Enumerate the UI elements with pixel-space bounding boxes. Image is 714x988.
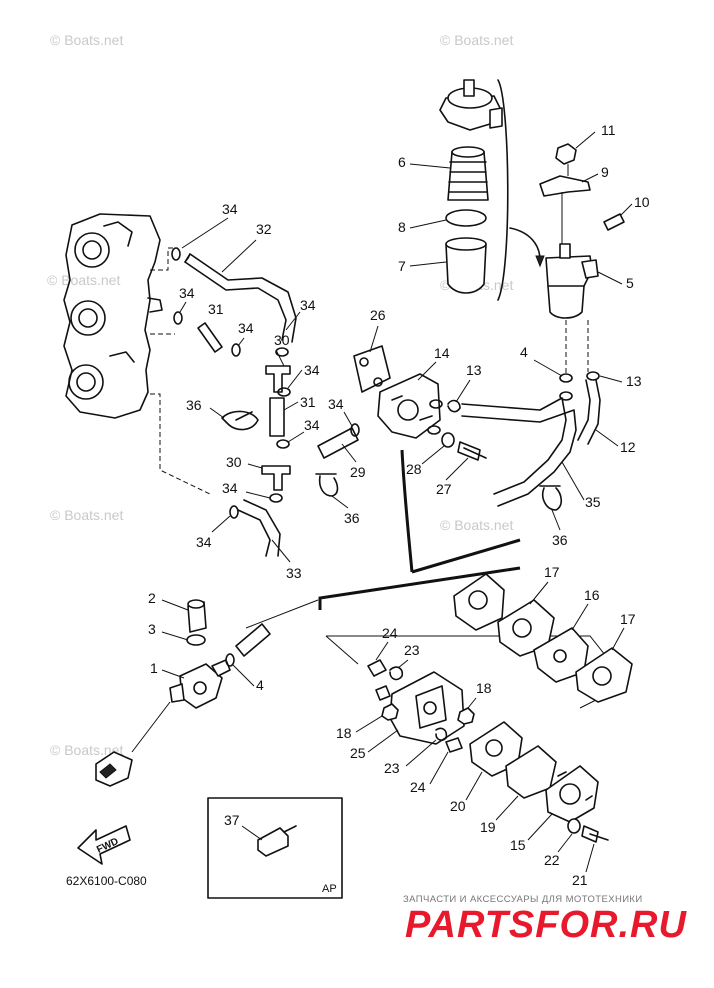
callout-34: 34 <box>238 320 254 336</box>
callout-14: 14 <box>434 345 450 361</box>
callout-31: 31 <box>300 394 316 410</box>
callout-33: 33 <box>286 565 302 581</box>
callout-5: 5 <box>626 275 634 291</box>
callout-15: 15 <box>510 837 526 853</box>
callout-1: 1 <box>150 660 158 676</box>
callout-7: 7 <box>398 258 406 274</box>
brand-logo[interactable]: PARTSFOR.RU <box>405 904 687 946</box>
callout-25: 25 <box>350 745 366 761</box>
callout-23: 23 <box>384 760 400 776</box>
callout-8: 8 <box>398 219 406 235</box>
callout-19: 19 <box>480 819 496 835</box>
callout-36: 36 <box>344 510 360 526</box>
callout-2: 2 <box>148 590 156 606</box>
fuel-pump-upper <box>245 320 601 629</box>
brand-tagline: ЗАПЧАСТИ И АКСЕССУАРЫ ДЛЯ МОТОТЕХНИКИ <box>403 894 643 905</box>
callout-31: 31 <box>208 301 224 317</box>
callout-34: 34 <box>300 297 316 313</box>
callout-22: 22 <box>544 852 560 868</box>
callout-35: 35 <box>585 494 601 510</box>
callout-34: 34 <box>328 396 344 412</box>
callout-26: 26 <box>370 307 386 323</box>
watermark: © Boats.net <box>50 742 123 758</box>
callout-4: 4 <box>520 344 528 360</box>
callout-34: 34 <box>196 534 212 550</box>
callout-9: 9 <box>601 164 609 180</box>
callout-21: 21 <box>572 872 588 888</box>
callout-13: 13 <box>466 362 482 378</box>
diagram-code: 62X6100-C080 <box>66 874 147 888</box>
callout-34: 34 <box>179 285 195 301</box>
callout-34: 34 <box>304 362 320 378</box>
fwd-arrow-icon: FWD <box>77 825 131 865</box>
callout-24: 24 <box>382 625 398 641</box>
callout-16: 16 <box>584 587 600 603</box>
callout-20: 20 <box>450 798 466 814</box>
callouts: 11 9 10 5 6 8 7 34 32 34 31 34 34 30 34 … <box>148 122 650 888</box>
callout-17: 17 <box>544 564 560 580</box>
ap-label: AP <box>322 883 337 895</box>
callout-23: 23 <box>404 642 420 658</box>
callout-34: 34 <box>222 201 238 217</box>
callout-18: 18 <box>476 680 492 696</box>
callout-29: 29 <box>350 464 366 480</box>
callout-4: 4 <box>256 677 264 693</box>
hose-group-left <box>171 247 360 557</box>
callout-18: 18 <box>336 725 352 741</box>
callout-3: 3 <box>148 621 156 637</box>
watermark: © Boats.net <box>47 272 120 288</box>
callout-11: 11 <box>601 122 616 138</box>
callout-34: 34 <box>222 480 238 496</box>
fuel-joint-assembly <box>95 599 271 787</box>
callout-27: 27 <box>436 481 452 497</box>
callout-13: 13 <box>626 373 642 389</box>
callout-17: 17 <box>620 611 636 627</box>
callout-6: 6 <box>398 154 406 170</box>
callout-28: 28 <box>406 461 422 477</box>
ap-inset: AP <box>207 797 343 899</box>
watermark: © Boats.net <box>50 32 123 48</box>
callout-30: 30 <box>226 454 242 470</box>
callout-24: 24 <box>410 779 426 795</box>
watermark: © Boats.net <box>440 32 513 48</box>
watermark: © Boats.net <box>440 517 513 533</box>
fuel-pump-exploded <box>325 573 633 843</box>
callout-36: 36 <box>186 397 202 413</box>
carburetor-assembly <box>63 213 213 496</box>
callout-34: 34 <box>304 417 320 433</box>
fuel-filter-assembly <box>439 79 625 319</box>
watermark: © Boats.net <box>50 507 123 523</box>
callout-12: 12 <box>620 439 636 455</box>
callout-37: 37 <box>224 812 240 828</box>
callout-32: 32 <box>256 221 272 237</box>
callout-30: 30 <box>274 332 290 348</box>
callout-36: 36 <box>552 532 568 548</box>
callout-10: 10 <box>634 194 650 210</box>
